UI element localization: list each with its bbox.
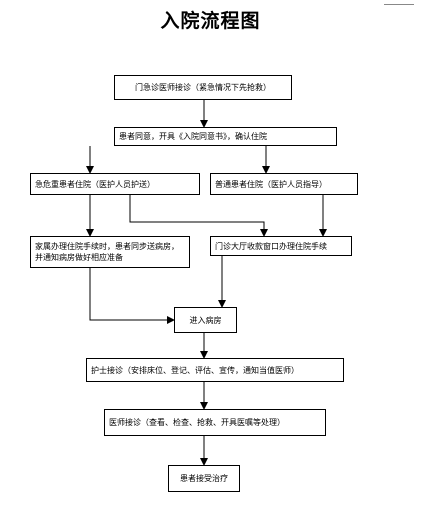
corner-rule [384, 4, 414, 5]
node-normal: 普通患者住院（医护人员指导） [210, 173, 358, 195]
node-family: 家属办理住院手续时，患者同步送病房，并通知病房做好相应准备 [30, 236, 190, 268]
node-ward: 进入病房 [174, 307, 237, 333]
node-doctor: 医师接诊（查看、检查、抢救、开具医嘱等处理） [104, 409, 326, 436]
page-title: 入院流程图 [160, 10, 261, 32]
arrow-family-ward [89, 268, 175, 324]
arrow-critical-cashier [129, 195, 268, 237]
node-cashier: 门诊大厅收款窗口办理住院手续 [210, 236, 352, 256]
node-consent: 患者同意，开具《入院同意书》，确认住院 [114, 127, 337, 146]
node-treatment: 患者接受治疗 [168, 465, 240, 492]
node-critical: 急危重患者住院（医护人员护送） [30, 173, 200, 195]
node-nurse: 护士接诊（安排床位、登记、评估、宣传，通知当值医师） [86, 358, 344, 382]
node-outpatient: 门急诊医师接诊（紧急情况下先抢救） [114, 75, 292, 100]
